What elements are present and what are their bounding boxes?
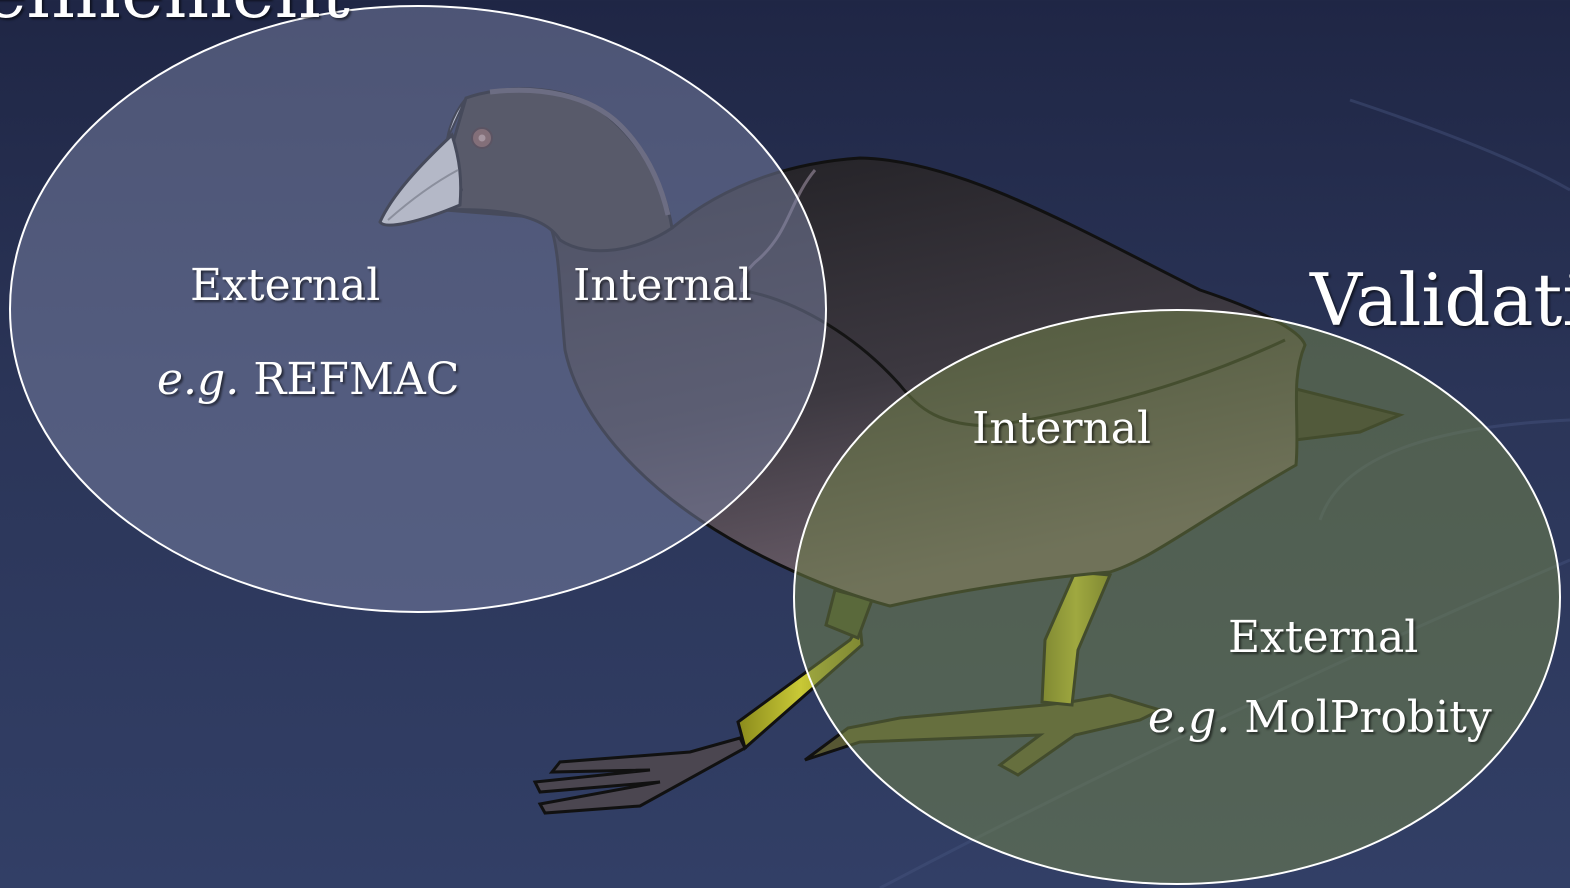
validation-internal-label: Internal bbox=[972, 407, 1151, 451]
refinement-title: efinement bbox=[0, 0, 350, 28]
refinement-external-example: e.g. REFMAC bbox=[157, 358, 459, 402]
eg-prefix: e.g. bbox=[157, 354, 239, 405]
validation-title: Validati bbox=[1310, 264, 1570, 336]
validation-set-ellipse bbox=[794, 310, 1560, 884]
validation-external-example: e.g. MolProbity bbox=[1148, 696, 1492, 740]
refinement-external-label: External bbox=[190, 264, 380, 308]
eg-prefix: e.g. bbox=[1148, 692, 1230, 743]
left-foot bbox=[535, 738, 745, 813]
molprobity-program: MolProbity bbox=[1244, 692, 1492, 743]
refmac-program: REFMAC bbox=[253, 354, 459, 405]
refinement-internal-label: Internal bbox=[573, 264, 752, 308]
validation-external-label: External bbox=[1228, 616, 1418, 660]
